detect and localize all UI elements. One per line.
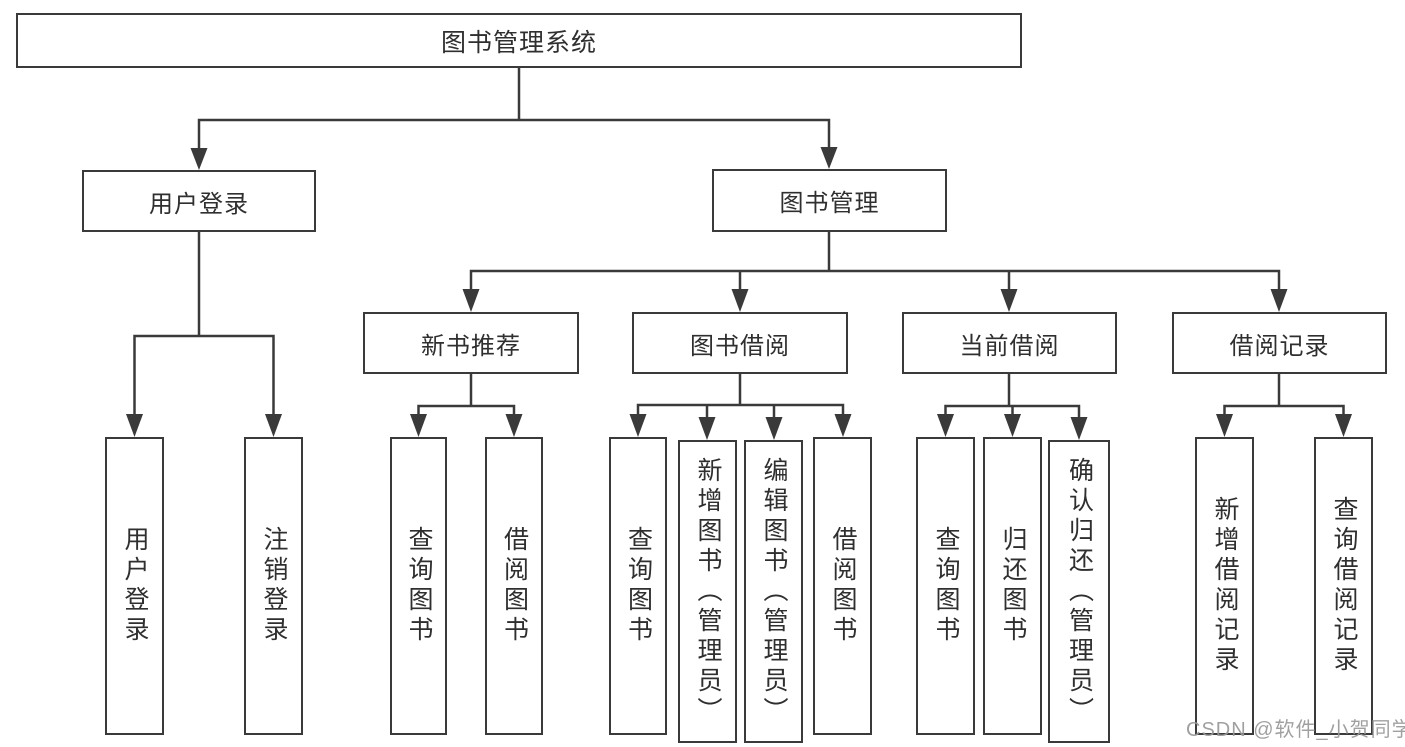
node-book-management: 图书管理	[712, 169, 947, 232]
leaf-confirm-return-admin: 确认归还（管理员）	[1048, 440, 1110, 743]
leaf-logout: 注销登录	[244, 437, 303, 735]
node-current-borrow: 当前借阅	[902, 312, 1117, 374]
node-borrow-records: 借阅记录	[1172, 312, 1387, 374]
leaf-query-books-borrow: 查询图书	[609, 437, 667, 735]
leaf-query-books-current: 查询图书	[916, 437, 975, 735]
leaf-borrow-books-recommend: 借阅图书	[485, 437, 543, 735]
watermark: CSDN @软件_小贺同学	[1186, 719, 1405, 741]
node-root: 图书管理系统	[16, 13, 1022, 68]
leaf-query-borrow-record: 查询借阅记录	[1314, 437, 1373, 735]
leaf-return-book: 归还图书	[983, 437, 1042, 735]
leaf-add-book-admin: 新增图书（管理员）	[678, 440, 737, 743]
leaf-user-login: 用户登录	[105, 437, 164, 735]
node-user-login: 用户登录	[82, 170, 316, 232]
node-new-book-recommend: 新书推荐	[363, 312, 579, 374]
leaf-borrow-books-borrow: 借阅图书	[813, 437, 872, 735]
leaf-edit-book-admin: 编辑图书（管理员）	[744, 440, 803, 743]
node-book-borrow: 图书借阅	[632, 312, 848, 374]
leaf-query-books-recommend: 查询图书	[390, 437, 447, 735]
leaf-add-borrow-record: 新增借阅记录	[1195, 437, 1254, 735]
